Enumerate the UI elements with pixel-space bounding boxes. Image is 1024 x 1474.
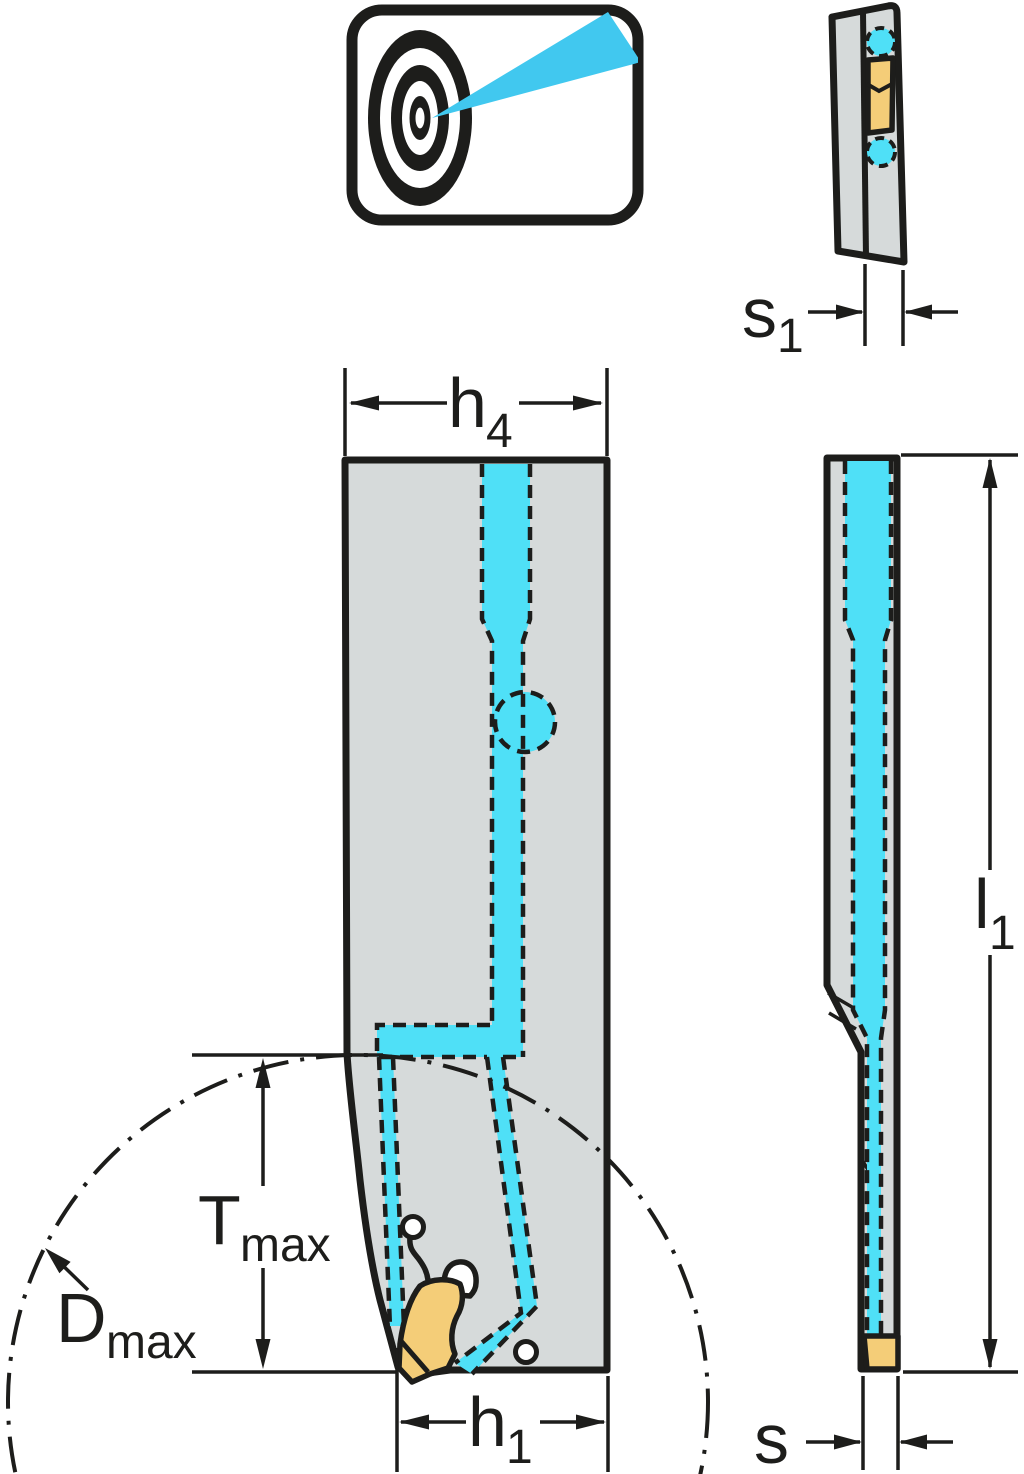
insert-edge-line — [399, 1339, 430, 1374]
pocket-screw-hole — [513, 1339, 539, 1365]
clamp-pin — [400, 1214, 426, 1240]
bullseye-rings — [368, 30, 472, 206]
dimension-s: s — [754, 1376, 953, 1474]
front-view-body — [341, 456, 611, 1377]
dim-label-dmax-base: D — [56, 1279, 107, 1357]
coolant-branch-right — [487, 1057, 537, 1313]
clamp-lever — [407, 1236, 431, 1281]
coolant-jet-cone — [432, 12, 638, 118]
dmax-circle — [6, 1053, 710, 1474]
precision-coolant-target-icon — [346, 4, 644, 226]
chamfer-line-1 — [827, 991, 853, 1009]
coolant-bore-lower — [867, 138, 895, 166]
dim-label-h1-base: h — [468, 1383, 507, 1461]
dimension-h4: h 4 — [343, 364, 609, 458]
coolant-channel-outlines — [374, 464, 558, 1376]
dimension-dmax: D max — [45, 1248, 197, 1369]
cutting-insert-side — [861, 1333, 901, 1372]
dim-label-tmax-sub: max — [240, 1219, 331, 1272]
dimension-h1: h 1 — [395, 1348, 610, 1474]
dim-label-s1-base: s — [742, 274, 777, 352]
top-thickness-view — [828, 2, 908, 266]
dim-label-l1-sub: 1 — [989, 907, 1016, 960]
dimension-l1: l 1 — [901, 453, 1018, 1374]
dim-label-s1-sub: 1 — [777, 310, 804, 363]
top-view-insert — [865, 55, 896, 136]
dim-label-tmax-base: T — [198, 1181, 241, 1259]
dim-label-l1-base: l — [974, 865, 990, 943]
dim-label-h4-base: h — [448, 364, 487, 442]
dim-label-h4-sub: 4 — [486, 405, 513, 458]
chamfer-line-2 — [828, 1011, 857, 1031]
coolant-branch-band — [377, 1025, 523, 1057]
dimension-s1: s 1 — [742, 264, 958, 363]
top-view-edge-line — [860, 11, 869, 258]
front-view — [341, 456, 611, 1385]
dim-label-s-base: s — [754, 1400, 789, 1474]
dim-label-dmax-sub: max — [106, 1316, 197, 1369]
dim-label-h1-sub: 1 — [506, 1421, 533, 1474]
coolant-branch-left — [379, 1057, 404, 1326]
dimension-tmax: T max — [192, 1053, 398, 1374]
coolant-branch-outlet — [455, 1306, 537, 1374]
side-view — [823, 454, 901, 1373]
insert-chipbreaker-line — [865, 82, 893, 94]
coolant-bore-upper — [867, 28, 895, 56]
insert-pocket-details — [396, 1214, 539, 1385]
